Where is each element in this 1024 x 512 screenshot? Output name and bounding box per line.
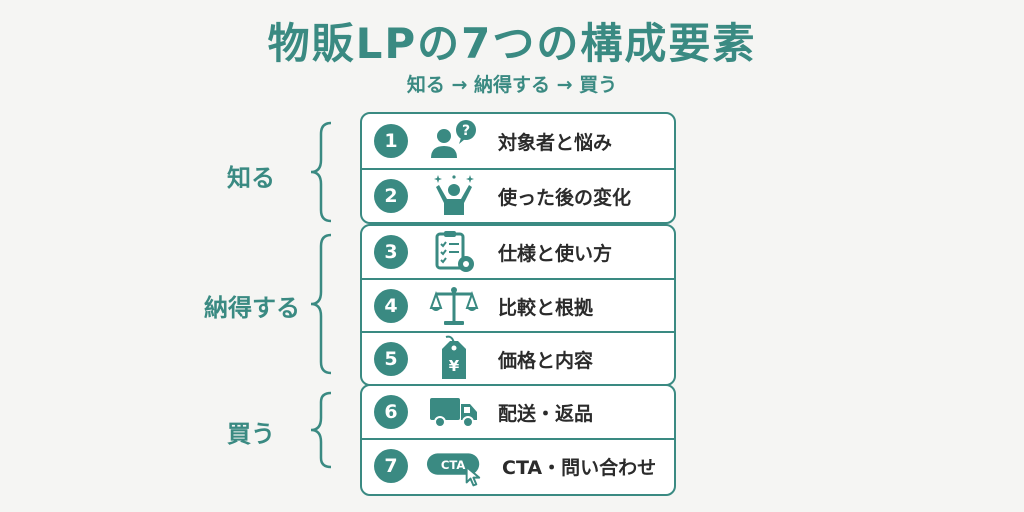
list-item-6: 6 配送・返品 [360, 385, 676, 439]
checklist-gear-icon [426, 228, 482, 276]
row-divider [362, 438, 674, 440]
cta-button-click-icon: CTA [426, 442, 486, 490]
step-number: 7 [374, 449, 408, 483]
page-title: 物販LPの7つの構成要素 [267, 19, 757, 68]
page-subtitle: 知る → 納得する → 買う [406, 74, 618, 96]
step-number: 1 [374, 124, 408, 158]
step-number: 3 [374, 235, 408, 269]
balance-scale-icon [426, 282, 482, 330]
item-label: 仕様と使い方 [498, 242, 613, 265]
svg-text:¥: ¥ [449, 357, 460, 375]
group-box-convinced [360, 224, 676, 386]
group-label-know: 知る [227, 164, 275, 192]
row-divider [362, 168, 674, 170]
delivery-truck-icon [426, 388, 482, 436]
brace-buy [310, 391, 332, 469]
brace-know [310, 121, 332, 223]
item-label: 比較と根拠 [498, 296, 594, 319]
list-item-1: 1 ? 対象者と悩み [360, 114, 676, 168]
item-label: 配送・返品 [498, 402, 594, 425]
row-divider [362, 278, 674, 280]
person-question-icon: ? [426, 117, 482, 165]
item-label: 使った後の変化 [498, 186, 632, 209]
step-number: 6 [374, 395, 408, 429]
list-item-4: 4 比較と根拠 [360, 279, 676, 333]
step-number: 2 [374, 179, 408, 213]
step-number: 5 [374, 342, 408, 376]
item-label: 対象者と悩み [498, 131, 613, 154]
yen-price-tag-icon: ¥ [426, 335, 482, 383]
list-item-7: 7 CTA CTA・問い合わせ [360, 439, 676, 493]
list-item-3: 3 仕様と使い方 [360, 225, 676, 279]
list-item-5: 5 ¥ 価格と内容 [360, 332, 676, 386]
group-label-convinced: 納得する [204, 294, 300, 322]
group-label-buy: 買う [227, 420, 275, 448]
item-label: 価格と内容 [498, 349, 594, 372]
list-item-2: 2 使った後の変化 [360, 169, 676, 223]
group-box-buy [360, 384, 676, 496]
row-divider [362, 331, 674, 333]
step-number: 4 [374, 289, 408, 323]
cta-icon-text: CTA [441, 458, 466, 472]
item-label: CTA・問い合わせ [502, 456, 657, 479]
brace-convinced [310, 233, 332, 375]
svg-text:?: ? [462, 123, 470, 139]
person-cheering-icon [426, 172, 482, 220]
